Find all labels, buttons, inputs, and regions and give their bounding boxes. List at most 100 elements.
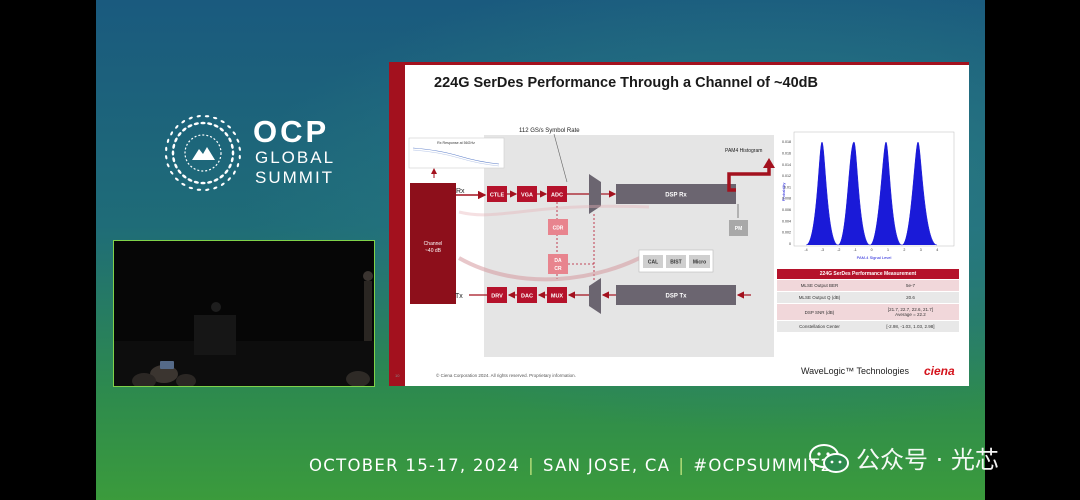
clock-recovery-blocks: CDR DA CR bbox=[548, 202, 595, 282]
histogram-peaks bbox=[805, 141, 938, 246]
bist-block-label: BIST bbox=[670, 260, 681, 266]
logo-leaf bbox=[207, 180, 213, 184]
logo-leaf bbox=[165, 155, 168, 160]
logo-leaf bbox=[219, 174, 224, 179]
pam4-histogram-plot: Probability PAM-4 Signal Level 0.0180.01… bbox=[781, 131, 955, 260]
histogram-y-tick: 0.012 bbox=[782, 174, 791, 178]
logo-leaf bbox=[232, 170, 236, 175]
rx-chain: CTLE VGA ADC DSP Rx PAM4 Histogram PM bbox=[487, 148, 775, 236]
global-wordmark: GLOBAL bbox=[255, 148, 336, 167]
symbol-rate-label: 112 GS/s Symbol Rate bbox=[519, 128, 580, 134]
logo-leaf bbox=[175, 177, 179, 181]
tx-label: Tx bbox=[455, 293, 463, 300]
histogram-x-tick: -3 bbox=[821, 248, 824, 252]
logo-leaf bbox=[196, 115, 201, 118]
histogram-y-tick: 0.006 bbox=[782, 208, 791, 212]
histogram-x-axis-label: PAM-4 Signal Level bbox=[857, 255, 892, 260]
logo-leaf bbox=[187, 178, 193, 182]
micro-block-label: Micro bbox=[693, 260, 706, 266]
logo-leaf bbox=[220, 120, 225, 124]
cr-block-label: CR bbox=[554, 266, 562, 272]
logo-leaf bbox=[174, 137, 178, 143]
channel-block bbox=[410, 183, 456, 304]
logo-leaf bbox=[230, 143, 234, 149]
logo-leaf bbox=[213, 178, 219, 182]
histogram-x-tick: 4 bbox=[936, 248, 938, 252]
logo-leaf bbox=[188, 186, 194, 190]
logo-leaf bbox=[181, 120, 186, 124]
logo-leaf bbox=[193, 180, 199, 184]
logo-leaf bbox=[212, 116, 218, 120]
logo-leaf bbox=[213, 124, 219, 128]
logo-leaf bbox=[193, 122, 199, 126]
logo-leaf bbox=[219, 127, 224, 132]
logo-leaf bbox=[232, 131, 236, 136]
channel-loss-label: ~40 dB bbox=[425, 248, 442, 254]
vga-block-label: VGA bbox=[521, 193, 533, 199]
rx-response-thumbnail: Rx Response at 56GHz bbox=[408, 137, 505, 169]
rx-response-label: Rx Response at 56GHz bbox=[437, 141, 475, 145]
slide-copyright: © Ciena Corporation 2024. All rights res… bbox=[436, 373, 576, 378]
dsp-rx-block-label: DSP Rx bbox=[665, 193, 687, 199]
histogram-x-tick: -4 bbox=[804, 248, 807, 252]
histogram-y-tick: 0.016 bbox=[782, 152, 791, 156]
histogram-y-tick: 0.002 bbox=[782, 231, 791, 235]
logo-leaf bbox=[182, 174, 187, 179]
logo-leaf bbox=[177, 132, 182, 137]
logo-leaf bbox=[174, 163, 178, 169]
logo-leaf bbox=[166, 138, 170, 144]
logo-leaf bbox=[200, 121, 206, 125]
logo-leaf bbox=[238, 146, 241, 151]
logo-leaf bbox=[175, 125, 179, 129]
separator-icon: | bbox=[528, 456, 536, 475]
logo-leaf bbox=[187, 124, 193, 128]
logo-leaf bbox=[224, 132, 229, 137]
separator-icon: | bbox=[678, 456, 686, 475]
slide-accent-bar bbox=[389, 62, 405, 386]
logo-leaf bbox=[205, 188, 210, 191]
dac-block-label: DAC bbox=[521, 294, 533, 300]
slide-title: 224G SerDes Performance Through a Channe… bbox=[434, 75, 818, 91]
logo-leaf bbox=[182, 127, 187, 132]
ocp-leaf-logo-icon bbox=[165, 115, 241, 191]
logo-leaf bbox=[224, 169, 229, 174]
channel-label: Channel bbox=[424, 241, 443, 247]
stage-scene-icon bbox=[114, 241, 374, 386]
left-letterbox bbox=[0, 0, 96, 500]
logo-leaf bbox=[227, 177, 231, 181]
slide-top-rule bbox=[389, 62, 969, 65]
logo-leaf bbox=[227, 125, 231, 129]
summit-stage-frame: OCP GLOBAL SUMMIT 224G SerDes Performanc… bbox=[96, 0, 985, 500]
logo-leaf bbox=[170, 131, 174, 136]
logo-leaf bbox=[220, 182, 225, 186]
logo-leaf bbox=[238, 154, 241, 160]
histogram-x-tick: -1 bbox=[854, 248, 857, 252]
logo-leaf bbox=[172, 143, 176, 149]
serdes-block-diagram: Rx Response at 56GHz 112 GS/s Symbol Rat… bbox=[408, 128, 955, 357]
control-blocks: CAL BIST Micro bbox=[638, 249, 714, 273]
wechat-watermark: 公众号 · 光芯 bbox=[856, 446, 999, 474]
performance-table-title: 224G SerDes Performance Measurement bbox=[777, 269, 959, 280]
drv-block-label: DRV bbox=[491, 294, 503, 300]
table-row: DSP SNR (dB) [21.7, 22.7, 22.6, 21.7]Ave… bbox=[777, 303, 959, 321]
event-hashtag: #OCPSUMMIT24 bbox=[693, 456, 845, 475]
logo-leaf bbox=[204, 115, 210, 118]
logo-leaf bbox=[230, 157, 234, 163]
performance-table: 224G SerDes Performance Measurement MLSE… bbox=[777, 269, 959, 332]
logo-leaf bbox=[236, 162, 240, 168]
pm-block-label: PM bbox=[735, 226, 743, 232]
logo-leaf bbox=[231, 150, 235, 156]
histogram-y-tick: 0.004 bbox=[782, 219, 791, 223]
histogram-x-tick: 3 bbox=[920, 248, 922, 252]
summit-wordmark: SUMMIT bbox=[255, 168, 335, 187]
logo-leaf bbox=[181, 182, 186, 186]
logo-leaf bbox=[236, 138, 240, 143]
table-row: Constellation Center [-2.98, -1.03, 1.03… bbox=[777, 320, 959, 332]
ctle-block-label: CTLE bbox=[490, 193, 505, 199]
right-letterbox bbox=[985, 0, 1080, 500]
histogram-y-tick: 0 bbox=[789, 242, 791, 246]
histogram-y-tick: 0.01 bbox=[784, 185, 791, 189]
logo-leaf bbox=[213, 186, 218, 190]
dsp-tx-block-label: DSP Tx bbox=[666, 294, 688, 300]
pam4-histogram-label: PAM4 Histogram bbox=[725, 148, 762, 154]
